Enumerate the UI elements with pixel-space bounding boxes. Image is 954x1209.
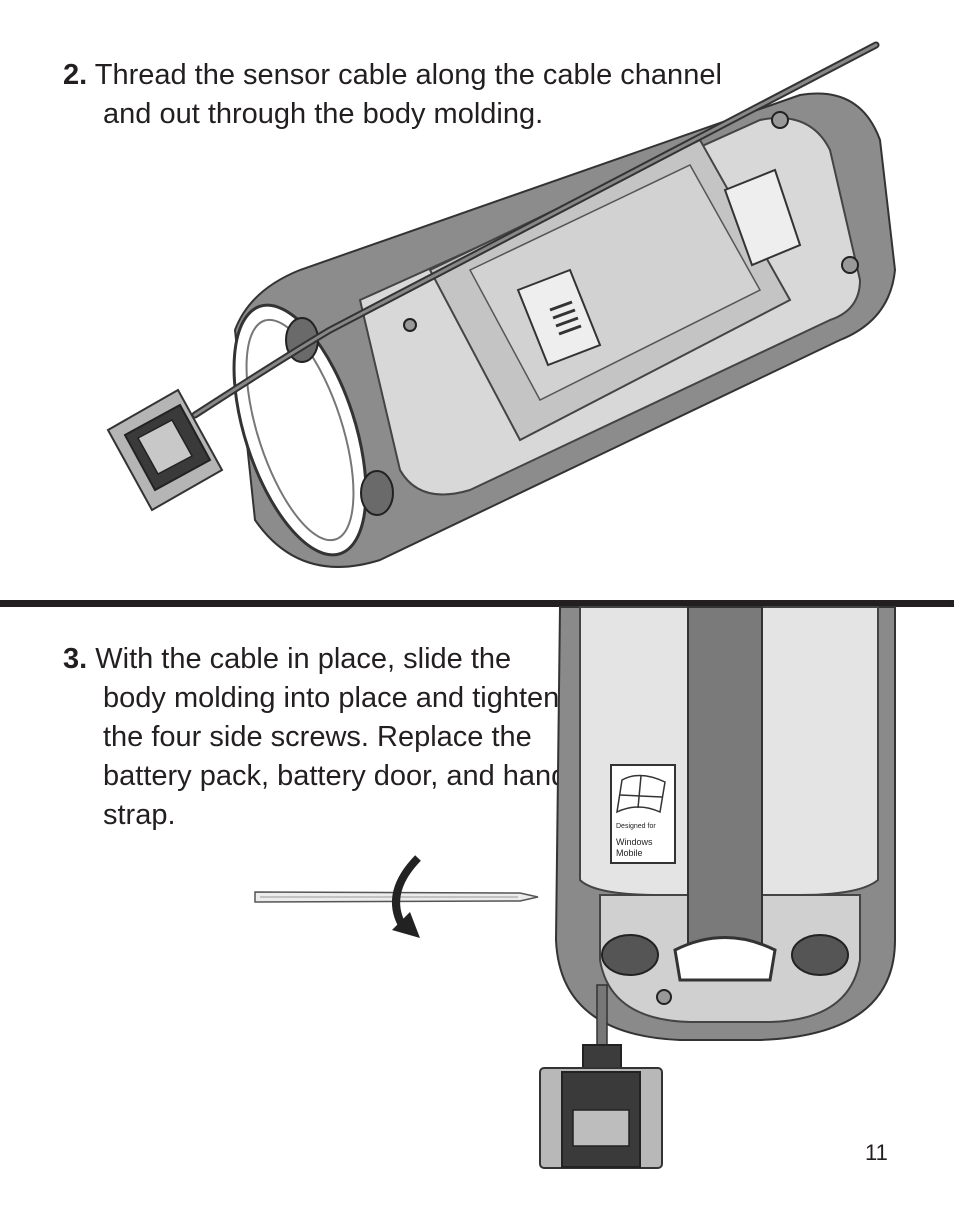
logo-line-1: Designed for (616, 823, 656, 830)
page-number: 11 (865, 1140, 888, 1165)
device-cable-illustration (106, 41, 897, 568)
step-3-text: With the cable in place, slide the body … (95, 643, 568, 831)
hand-strap (687, 606, 763, 953)
step-2-instruction: 2. Thread the sensor cable along the cab… (63, 56, 743, 134)
step-2-number: 2. (63, 59, 88, 91)
step-3-number: 3. (63, 643, 88, 675)
windows-mobile-logo (610, 764, 676, 864)
cable (596, 984, 608, 1051)
section-divider (0, 600, 954, 607)
rotate-arrow-icon (392, 855, 421, 938)
logo-line-2: Windows (616, 837, 653, 847)
step-3-instruction: 3. With the cable in place, slide the bo… (63, 640, 573, 835)
db9-connector-bottom (539, 1044, 663, 1169)
device-body (232, 92, 897, 568)
strap-buckle (673, 936, 777, 982)
windows-flag-icon (616, 774, 666, 814)
screwdriver-icon (254, 891, 539, 903)
db9-connector (106, 388, 224, 512)
device-housing (554, 606, 896, 1041)
logo-line-3: Mobile (616, 848, 643, 858)
step-2-text: Thread the sensor cable along the cable … (94, 59, 722, 130)
